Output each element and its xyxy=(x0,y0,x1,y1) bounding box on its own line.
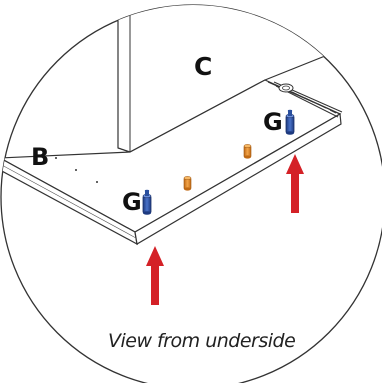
label-part-g-right: G xyxy=(263,108,283,136)
pre-drilled-holes xyxy=(55,157,98,183)
cam-bolt-icon xyxy=(285,109,295,135)
caption-text: View from underside xyxy=(108,330,295,352)
arrow-up-icon xyxy=(286,154,304,213)
wooden-dowel-icon xyxy=(243,144,252,159)
arrow-up-icon xyxy=(146,246,164,305)
label-part-g-left: G xyxy=(122,188,142,216)
cam-bolt-icon xyxy=(142,189,152,215)
panel-b xyxy=(1,79,342,246)
label-panel-b: B xyxy=(31,143,49,171)
label-panel-c: C xyxy=(194,52,212,81)
wooden-dowel-icon xyxy=(183,176,192,191)
cam-lock-housing xyxy=(278,83,294,93)
